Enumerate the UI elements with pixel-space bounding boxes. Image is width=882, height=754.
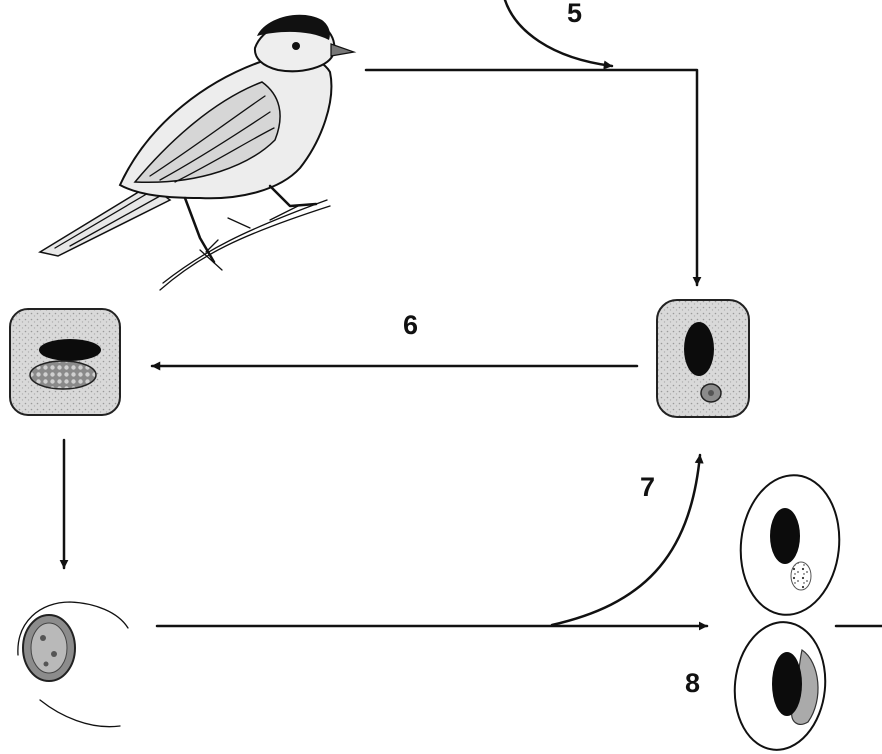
bird-illustration	[40, 15, 354, 290]
step-label-6: 6	[403, 310, 418, 340]
step-label-7: 7	[640, 472, 655, 502]
megalomeront-tissue-icon	[16, 597, 160, 727]
host-cell-meront-icon	[657, 300, 749, 417]
arrow-bird-to-cell	[366, 70, 697, 285]
erythrocyte-gametocyte-icon	[729, 470, 846, 754]
arrow-step-5-in	[505, 0, 612, 66]
step-label-8: 8	[685, 668, 700, 698]
arrow-step-7	[552, 455, 700, 625]
host-cell-schizont-icon	[10, 309, 120, 415]
step-label-5: 5	[567, 0, 582, 28]
